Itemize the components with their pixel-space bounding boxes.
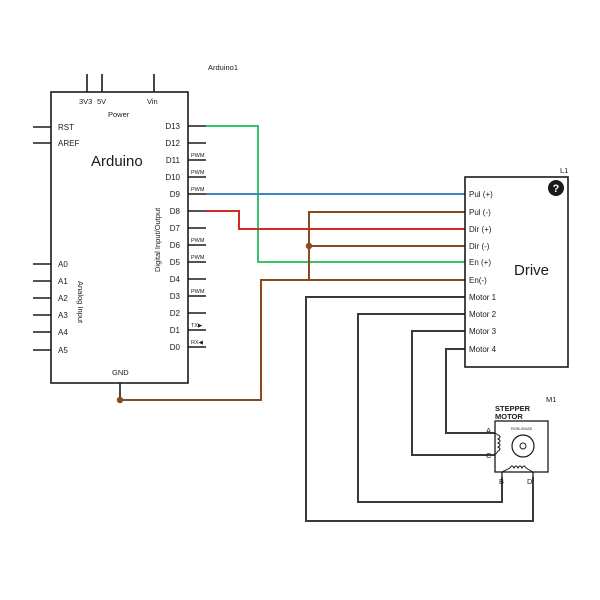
pin-d7: D7 [170, 224, 181, 233]
motor-ref-label: M1 [546, 395, 556, 404]
help-icon-glyph: ? [553, 183, 560, 195]
pwm-tag-d6: PWM [191, 238, 205, 244]
pin-rst: RST [58, 123, 74, 132]
motor-model: ROB-09420 [511, 426, 533, 431]
stepper-motor: M1 STEPPER MOTOR ROB-09420 A C B D [486, 395, 556, 486]
pin-d13: D13 [165, 122, 180, 131]
stepper-driver: L1 ? Drive Pul (+) Pul (-) Dir (+) Dir (… [464, 166, 569, 368]
driver-pin-pul-minus: Pul (-) [469, 208, 491, 217]
power-label: Power [108, 110, 130, 119]
pin-a0: A0 [58, 260, 68, 269]
help-icon[interactable] [548, 180, 564, 196]
driver-pin-pul-plus: Pul (+) [469, 190, 493, 199]
arduino-title: Arduino [91, 153, 143, 170]
pin-d11: D11 [166, 156, 181, 165]
driver-pin-en-minus: En(-) [469, 276, 487, 285]
pin-d2: D2 [170, 309, 181, 318]
pin-a2: A2 [58, 294, 68, 303]
pin-d5: D5 [170, 258, 181, 267]
junction-brown [305, 242, 313, 250]
pin-a1: A1 [58, 277, 68, 286]
pin-d8: D8 [170, 207, 181, 216]
pwm-tag-d3: PWM [191, 289, 205, 295]
pwm-tag-d5: PWM [191, 255, 205, 261]
analog-input-label: Analog Input [76, 281, 85, 324]
pin-a4: A4 [58, 328, 68, 337]
pin-d1: D1 [170, 326, 181, 335]
gnd-label: GND [112, 368, 129, 377]
pin-d0: D0 [170, 343, 181, 352]
pin-d3: D3 [170, 292, 181, 301]
coil-ac [496, 434, 501, 452]
pin-3v3: 3V3 [79, 97, 92, 106]
wire-motor-1 [305, 296, 534, 522]
driver-ref-label: L1 [560, 166, 568, 175]
pin-a3: A3 [58, 311, 68, 320]
pin-5v: 5V [97, 97, 106, 106]
arduino-ref-label: Arduino1 [208, 63, 238, 72]
motor-terminal-a: A [486, 426, 491, 435]
junction-gnd [116, 396, 124, 404]
motor-terminal-c: C [486, 451, 492, 460]
analog-pins: A0 A1 A2 A3 A4 A5 [33, 260, 68, 355]
driver-pin-motor-1: Motor 1 [469, 293, 497, 302]
wire-gnd-pul-minus [308, 211, 465, 280]
driver-pin-en-plus: En (+) [469, 258, 491, 267]
tx-tag-d1: TX▶ [191, 323, 203, 329]
pin-d12: D12 [165, 139, 180, 148]
coil-bd [509, 465, 527, 470]
pin-vin: Vin [147, 97, 158, 106]
rx-tag-d0: RX◀ [191, 340, 204, 346]
pwm-tag-d11: PWM [191, 153, 205, 159]
pin-d10: D10 [165, 173, 180, 182]
driver-pin-motor-3: Motor 3 [469, 327, 497, 336]
wire-gnd-en-minus [120, 279, 465, 401]
pin-a5: A5 [58, 346, 68, 355]
motor-title-line1: STEPPER [495, 404, 531, 413]
pin-aref: AREF [58, 139, 79, 148]
pin-d9: D9 [170, 190, 181, 199]
pin-d6: D6 [170, 241, 181, 250]
wire-motor-3 [411, 330, 495, 456]
digital-pins: D13 D12 D11 D10 D9 D8 D7 D6 D5 D4 D3 D2 … [165, 122, 206, 352]
driver-pin-dir-plus: Dir (+) [469, 225, 492, 234]
wire-d8-dir-plus [206, 210, 465, 230]
driver-pin-motor-2: Motor 2 [469, 310, 497, 319]
driver-pin-motor-4: Motor 4 [469, 345, 497, 354]
pwm-tag-d9: PWM [191, 187, 205, 193]
driver-pin-dir-minus: Dir (-) [469, 242, 490, 251]
driver-title: Drive [514, 262, 549, 279]
motor-terminal-b: B [499, 477, 504, 486]
arduino-board: Arduino1 Arduino Power GND 3V3 5V Vin RS… [33, 63, 238, 400]
wire-motor-2 [357, 313, 503, 503]
motor-title-line2: MOTOR [495, 412, 523, 421]
pin-d4: D4 [170, 275, 181, 284]
digital-io-label: Digital Input/Output [153, 207, 162, 272]
wire-motor-4 [445, 348, 495, 434]
pwm-tag-d10: PWM [191, 170, 205, 176]
motor-terminal-d: D [527, 477, 533, 486]
wires [116, 125, 534, 522]
